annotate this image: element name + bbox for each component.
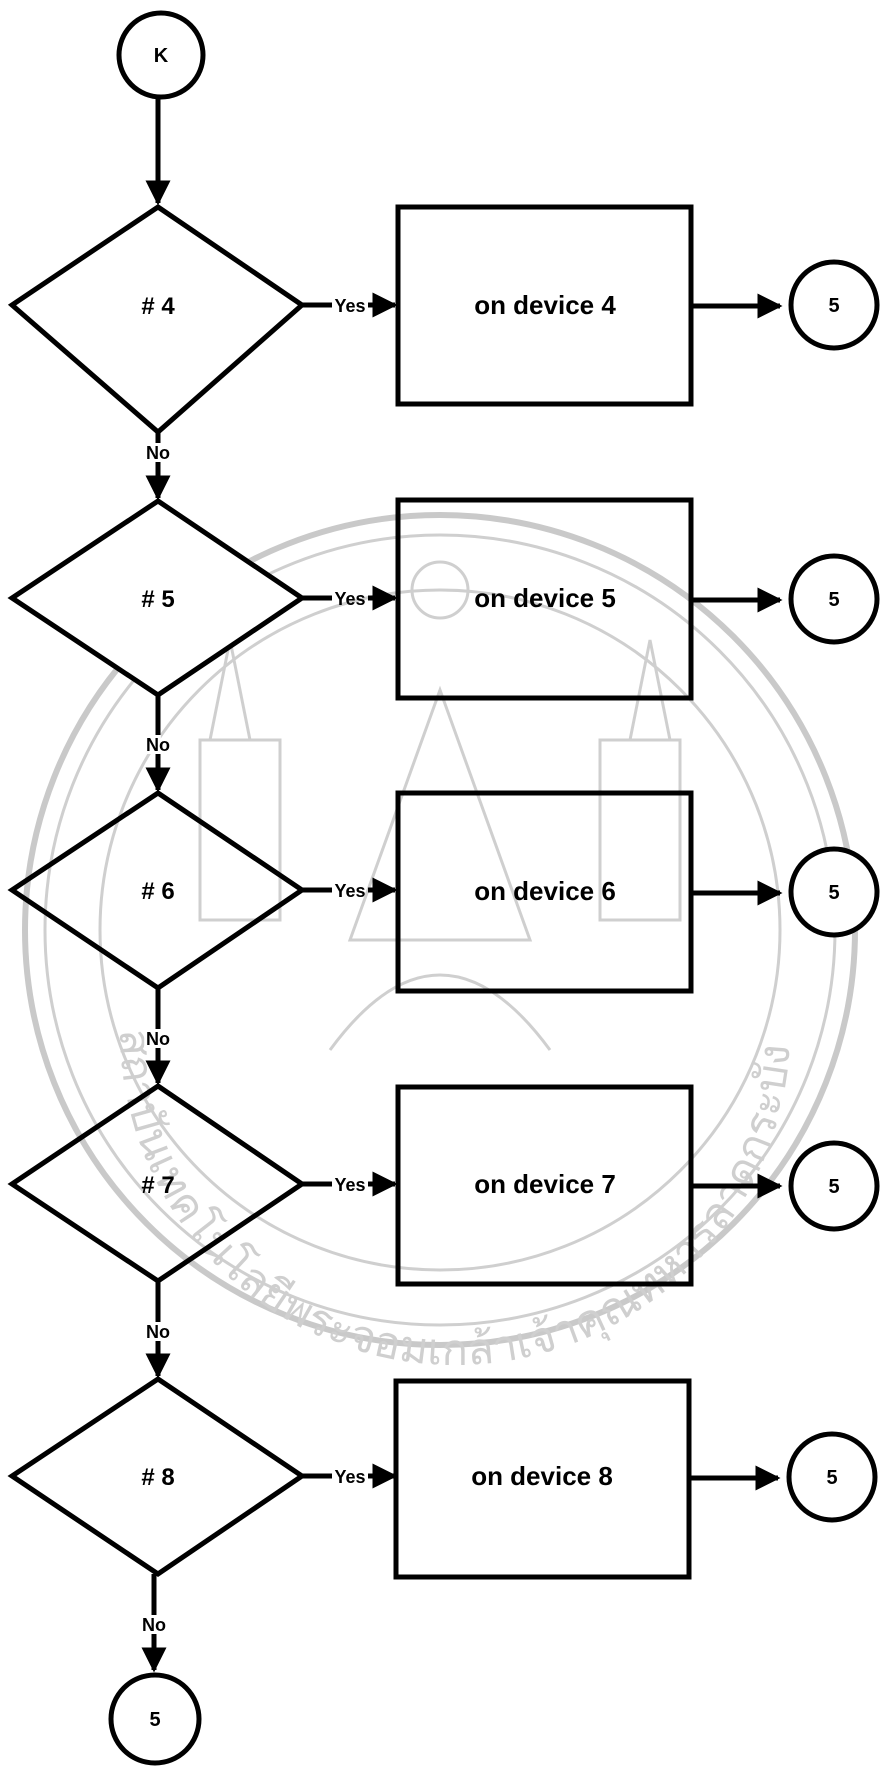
decision-7-label: # 7 — [141, 1172, 174, 1199]
no-label-6: No — [146, 1029, 170, 1049]
connector-6: 5 — [788, 846, 880, 938]
decision-5: # 5 — [7, 497, 307, 699]
action-6-label: on device 6 — [474, 876, 616, 906]
connector-4: 5 — [788, 259, 880, 351]
connector-4-label: 5 — [828, 295, 839, 317]
no-label-7: No — [146, 1322, 170, 1342]
action-4-label: on device 4 — [474, 290, 616, 320]
decision-4-label: # 4 — [141, 293, 175, 320]
decision-6-label: # 6 — [141, 878, 174, 905]
action-7-label: on device 7 — [474, 1169, 616, 1199]
action-box-4: on device 4 — [395, 204, 694, 407]
action-box-7: on device 7 — [395, 1084, 694, 1287]
connector-8: 5 — [786, 1431, 878, 1523]
connector-7-label: 5 — [828, 1176, 839, 1198]
connector-8-label: 5 — [826, 1467, 837, 1489]
decision-8: # 8 — [7, 1375, 307, 1578]
start-connector-label: K — [154, 45, 169, 67]
decision-4: # 4 — [7, 203, 307, 436]
connector-5: 5 — [788, 553, 880, 645]
end-connector-label: 5 — [149, 1709, 160, 1731]
yes-label-6: Yes — [334, 881, 365, 901]
yes-label-4: Yes — [334, 296, 365, 316]
start-connector: K — [116, 10, 206, 100]
yes-label-5: Yes — [334, 589, 365, 609]
no-label-5: No — [146, 735, 170, 755]
yes-label-8: Yes — [334, 1467, 365, 1487]
watermark-text: สถาบันเทคโนโลยีพระจอมเกล้าเจ้าคุณทหารลาด… — [110, 1028, 800, 1375]
decision-5-label: # 5 — [141, 586, 174, 613]
action-box-8: on device 8 — [393, 1378, 692, 1580]
decision-8-label: # 8 — [141, 1464, 174, 1491]
yes-label-7: Yes — [334, 1175, 365, 1195]
action-8-label: on device 8 — [471, 1461, 613, 1491]
no-label-8: No — [142, 1615, 166, 1635]
connector-6-label: 5 — [828, 882, 839, 904]
connector-7: 5 — [788, 1140, 880, 1232]
end-connector: 5 — [108, 1672, 202, 1766]
no-label-4: No — [146, 443, 170, 463]
action-5-label: on device 5 — [474, 583, 616, 613]
decision-6: # 6 — [7, 789, 307, 992]
connector-5-label: 5 — [828, 589, 839, 611]
action-box-6: on device 6 — [395, 790, 694, 994]
